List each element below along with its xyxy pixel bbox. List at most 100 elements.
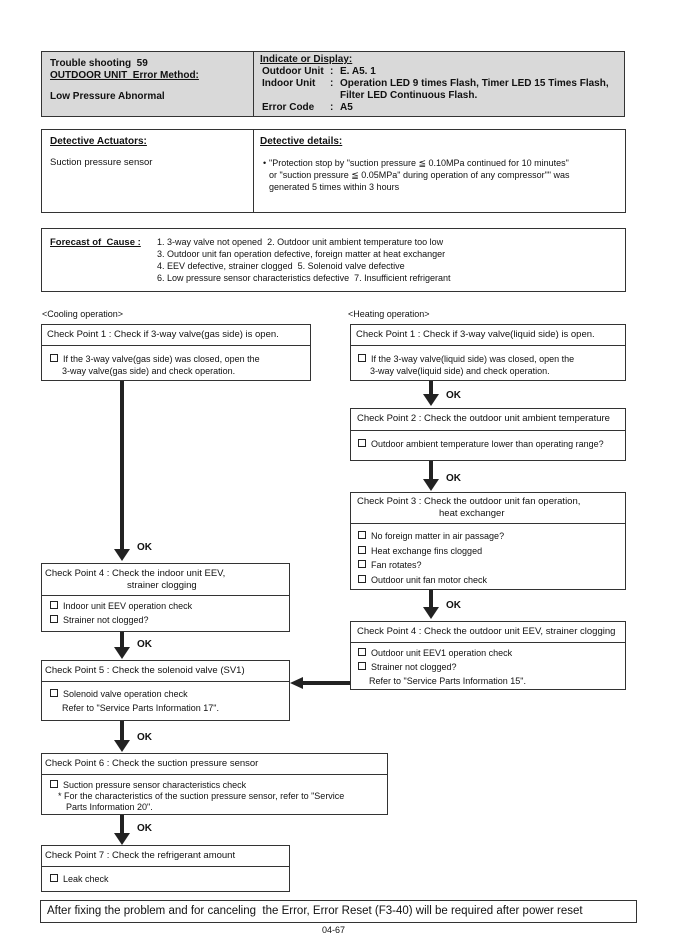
cooling-flow-line-2	[120, 632, 124, 649]
error-code-value: A5	[340, 102, 353, 113]
heating-cp4-item-2-text: Strainer not clogged?	[371, 662, 457, 672]
indoor-unit-value-2: Filter LED Continuous Flash.	[340, 90, 478, 101]
error-code-label: Error Code	[262, 102, 315, 113]
heating-cp3-item-3-text: Fan rotates?	[371, 560, 422, 570]
ok-label-heating-3: OK	[446, 600, 461, 611]
cooling-arrow-4-icon	[114, 833, 130, 845]
indoor-unit-label: Indoor Unit	[262, 78, 316, 89]
heating-arrow-2-icon	[423, 479, 439, 491]
cooling-cp7-divider	[41, 866, 290, 867]
forecast-line-3: 4. EEV defective, strainer clogged 5. So…	[157, 261, 405, 271]
page-number: 04-67	[322, 925, 346, 935]
checkbox-icon	[50, 780, 58, 788]
cooling-cp4-item-1-text: Indoor unit EEV operation check	[63, 601, 193, 611]
error-name: Low Pressure Abnormal	[50, 91, 165, 102]
heating-flow-line-3	[429, 590, 433, 610]
heating-flow-line-2	[429, 461, 433, 481]
forecast-panel	[41, 228, 626, 292]
cooling-cp6-item-2: * For the characteristics of the suction…	[58, 791, 345, 801]
checkbox-icon	[358, 531, 366, 539]
heating-cp3-item-1: No foreign matter in air passage?	[358, 530, 504, 542]
forecast-line-4: 6. Low pressure sensor characteristics d…	[157, 273, 451, 283]
checkbox-icon	[50, 615, 58, 623]
cooling-cp5-item-1: Solenoid valve operation check	[50, 688, 188, 700]
details-bullet: •	[263, 158, 267, 168]
cooling-check-point-6	[41, 753, 388, 815]
heating-check-point-3	[350, 492, 626, 590]
indicate-title: Indicate or Display:	[260, 54, 353, 65]
indoor-unit-value-1: Operation LED 9 times Flash, Timer LED 1…	[340, 78, 609, 89]
heating-cp3-item-2: Heat exchange fins clogged	[358, 545, 482, 557]
heating-cp3-item-4-text: Outdoor unit fan motor check	[371, 575, 488, 585]
detective-details-title: Detective details:	[260, 136, 343, 147]
reset-note: After fixing the problem and for canceli…	[47, 905, 583, 917]
colon-3: :	[330, 102, 334, 113]
trouble-shooting-title: Trouble shooting 59	[50, 58, 148, 69]
ok-label-cooling-3: OK	[137, 732, 152, 743]
heating-cp4-title: Check Point 4 : Check the outdoor unit E…	[357, 626, 616, 637]
checkbox-icon	[358, 575, 366, 583]
outdoor-unit-value: E. A5. 1	[340, 66, 376, 77]
heating-arrow-1-icon	[423, 394, 439, 406]
checkbox-icon	[358, 662, 366, 670]
cooling-cp6-item-1: Suction pressure sensor characteristics …	[50, 779, 246, 791]
ok-label-cooling-4: OK	[137, 823, 152, 834]
heating-cp2-title: Check Point 2 : Check the outdoor unit a…	[357, 413, 610, 424]
cooling-cp5-item-2: Refer to "Service Parts Information 17".	[62, 703, 219, 713]
cooling-check-point-5	[41, 660, 290, 721]
forecast-title: Forecast of Cause :	[50, 237, 141, 248]
cooling-cp6-item-1-text: Suction pressure sensor characteristics …	[63, 780, 247, 790]
details-line-2: or "suction pressure ≦ 0.05MPa" during o…	[269, 170, 570, 180]
checkbox-icon	[50, 354, 58, 362]
checkbox-icon	[50, 874, 58, 882]
heating-cp3-title-2: heat exchanger	[439, 508, 505, 519]
checkbox-icon	[358, 354, 366, 362]
heating-arrow-3-icon	[423, 607, 439, 619]
heating-to-cooling-arrow-icon	[290, 677, 303, 689]
cooling-check-point-4	[41, 563, 290, 632]
detective-actuators-panel	[41, 129, 254, 213]
details-line-3: generated 5 times within 3 hours	[269, 182, 400, 192]
heating-cp3-item-3: Fan rotates?	[358, 559, 422, 571]
cooling-flow-line-4	[120, 815, 124, 835]
detective-details-panel	[253, 129, 626, 213]
heating-cp1-title: Check Point 1 : Check if 3-way valve(liq…	[351, 325, 625, 346]
heating-cp3-title-1: Check Point 3 : Check the outdoor unit f…	[357, 496, 581, 507]
cooling-cp5-title: Check Point 5 : Check the solenoid valve…	[45, 665, 245, 676]
heating-cp3-item-1-text: No foreign matter in air passage?	[371, 531, 505, 541]
heating-cp1-item-2: 3-way valve(liquid side) and check opera…	[370, 366, 550, 376]
heating-cp4-item-1: Outdoor unit EEV1 operation check	[358, 647, 512, 659]
heating-cp2-divider	[350, 430, 626, 431]
checkbox-icon	[358, 546, 366, 554]
forecast-line-1: 1. 3-way valve not opened 2. Outdoor uni…	[157, 237, 444, 247]
forecast-line-2: 3. Outdoor unit fan operation defective,…	[157, 249, 446, 259]
cooling-cp4-item-2: Strainer not clogged?	[50, 614, 149, 626]
cooling-cp1-item-1: If the 3-way valve(gas side) was closed,…	[50, 353, 260, 365]
heating-cp3-divider	[350, 523, 626, 524]
heating-cp4-divider	[350, 642, 626, 643]
heating-cp1-item-1-text: If the 3-way valve(liquid side) was clos…	[371, 354, 575, 364]
cooling-cp7-item-1: Leak check	[50, 873, 109, 885]
outdoor-unit-label: Outdoor Unit	[262, 66, 324, 77]
cooling-flow-line-1	[120, 381, 124, 551]
heating-cp2-item-1-text: Outdoor ambient temperature lower than o…	[371, 439, 604, 449]
header-left-panel	[41, 51, 254, 117]
cooling-cp5-item-1-text: Solenoid valve operation check	[63, 689, 188, 699]
heating-operation-label: <Heating operation>	[348, 309, 430, 319]
checkbox-icon	[358, 560, 366, 568]
heating-check-point-4	[350, 621, 626, 690]
heating-cp1-item-1: If the 3-way valve(liquid side) was clos…	[358, 353, 574, 365]
cooling-arrow-3-icon	[114, 740, 130, 752]
cooling-flow-line-3	[120, 721, 124, 742]
cooling-cp1-title: Check Point 1 : Check if 3-way valve(gas…	[42, 325, 310, 346]
heating-cp3-item-4: Outdoor unit fan motor check	[358, 574, 487, 586]
details-line-1: "Protection stop by "suction pressure ≦ …	[269, 158, 569, 168]
ok-label-cooling-1: OK	[137, 542, 152, 553]
heating-check-point-1: Check Point 1 : Check if 3-way valve(liq…	[350, 324, 626, 381]
cooling-operation-label: <Cooling operation>	[42, 309, 124, 319]
cooling-arrow-1-icon	[114, 549, 130, 561]
reset-note-panel	[40, 900, 637, 923]
ok-label-heating-1: OK	[446, 390, 461, 401]
detective-actuators-title: Detective Actuators:	[50, 136, 147, 147]
cooling-cp4-item-1: Indoor unit EEV operation check	[50, 600, 192, 612]
